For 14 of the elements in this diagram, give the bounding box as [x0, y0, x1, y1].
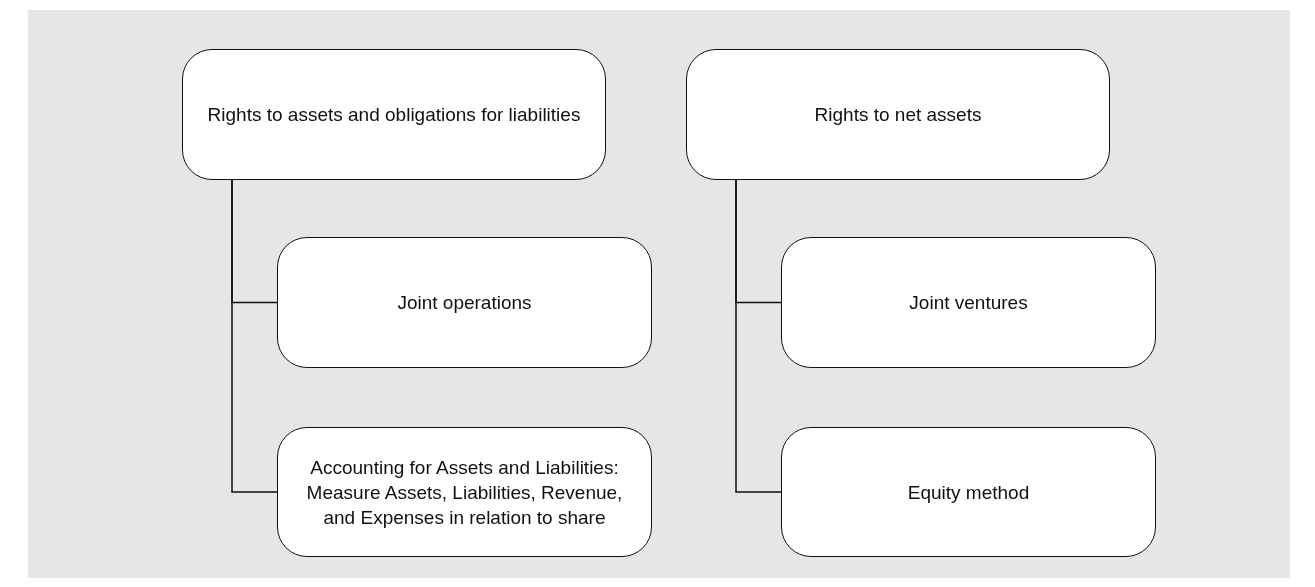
rounded-box: [277, 427, 652, 557]
box-label: Accounting for Assets and Liabilities: Measure Assets, Liabilities, Revenue, and Expenses in relation to share: [305, 455, 624, 530]
rounded-box: [781, 237, 1156, 368]
box-label: Joint operations: [397, 291, 532, 315]
rounded-box: [686, 49, 1110, 180]
box-label: Rights to net assets: [814, 103, 982, 127]
box-label: Rights to assets and obligations for liabilities: [207, 103, 581, 127]
connector-line: [231, 179, 278, 493]
box-label: Equity method: [907, 480, 1030, 505]
rounded-box: [781, 427, 1156, 557]
rounded-box: [277, 237, 652, 368]
rounded-box: [182, 49, 606, 180]
connector-line: [735, 179, 782, 493]
box-label: Joint ventures: [909, 291, 1028, 315]
